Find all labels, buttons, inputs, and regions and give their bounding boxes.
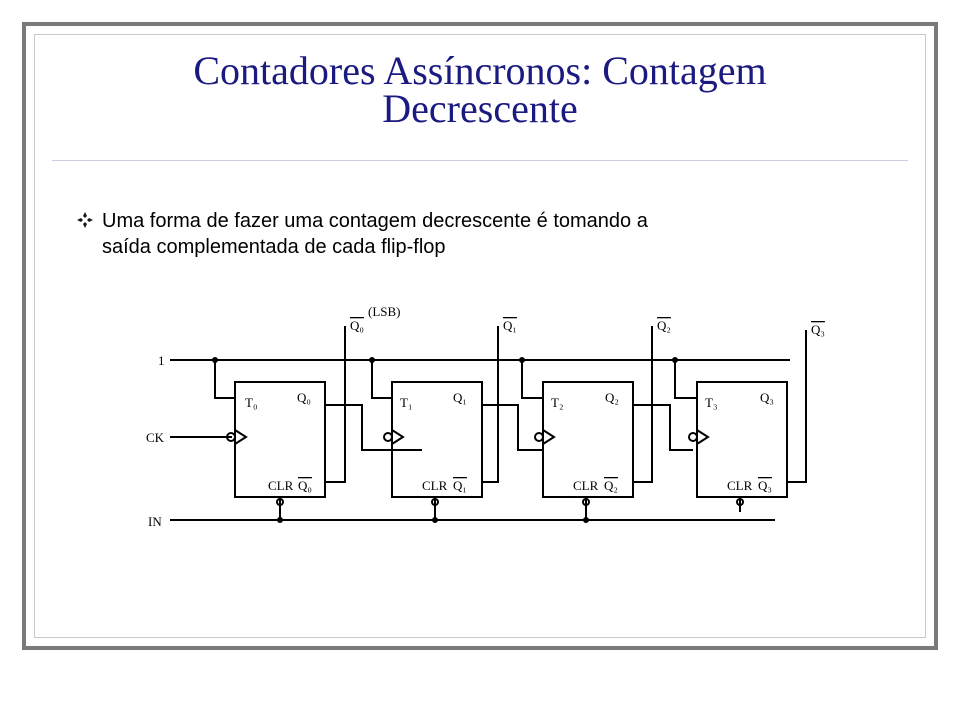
bullet-text-line-2: saída complementada de cada flip-flop xyxy=(102,236,446,258)
title-divider xyxy=(52,160,908,161)
ff2-t-label: T₂ xyxy=(551,395,563,410)
ff3-t-label: T₃ xyxy=(705,395,717,410)
input-label-ck: CK xyxy=(146,430,165,445)
title-line-1: Contadores Assíncronos: Contagem xyxy=(193,48,767,93)
input-label-1: 1 xyxy=(158,353,165,368)
title-line-2: Decrescente xyxy=(382,86,578,131)
ff3-output-label: Q₃ xyxy=(811,322,825,337)
ff1-qbar-label: Q₁ xyxy=(453,478,467,493)
flipflop-1: T₁ Q₁ CLR Q₁ Q₁ xyxy=(369,318,542,523)
ff2-clr-label: CLR xyxy=(573,478,599,493)
lsb-label: (LSB) xyxy=(368,304,401,319)
slide-inner-border xyxy=(34,34,926,638)
slide-frame xyxy=(22,22,938,650)
flipflop-3: T₃ Q₃ CLR Q₃ Q₃ xyxy=(672,322,825,512)
ff3-q-label: Q₃ xyxy=(760,390,774,405)
flipflop-2: T₂ Q₂ CLR Q₂ Q₂ xyxy=(519,318,693,523)
ff3-clr-label: CLR xyxy=(727,478,753,493)
ff0-t-label: T₀ xyxy=(245,395,257,410)
ff0-clr-label: CLR xyxy=(268,478,294,493)
bullet-text-line-1: Uma forma de fazer uma contagem decresce… xyxy=(102,210,648,232)
ff3-qbar-label: Q₃ xyxy=(758,478,772,493)
ff0-qbar-label: Q₀ xyxy=(298,478,312,493)
counter-circuit-diagram: 1 CK IN (LSB) T₀ Q₀ CLR Q₀ Q₀ xyxy=(146,304,825,529)
ff1-clr-label: CLR xyxy=(422,478,448,493)
ff2-output-label: Q₂ xyxy=(657,318,671,333)
slide-title: Contadores Assíncronos: Contagem Decresc… xyxy=(0,48,960,131)
bullet-point: Uma forma de fazer uma contagem decresce… xyxy=(76,208,866,260)
input-label-in: IN xyxy=(148,514,162,529)
ff1-output-label: Q₁ xyxy=(503,318,517,333)
diamond-bullet-icon xyxy=(77,212,93,228)
ff1-t-label: T₁ xyxy=(400,395,412,410)
ff2-qbar-label: Q₂ xyxy=(604,478,618,493)
ff2-q-label: Q₂ xyxy=(605,390,619,405)
ff0-q-label: Q₀ xyxy=(297,390,311,405)
flipflop-0: T₀ Q₀ CLR Q₀ Q₀ xyxy=(212,318,422,523)
ff1-q-label: Q₁ xyxy=(453,390,467,405)
ff0-output-label: Q₀ xyxy=(350,318,364,333)
